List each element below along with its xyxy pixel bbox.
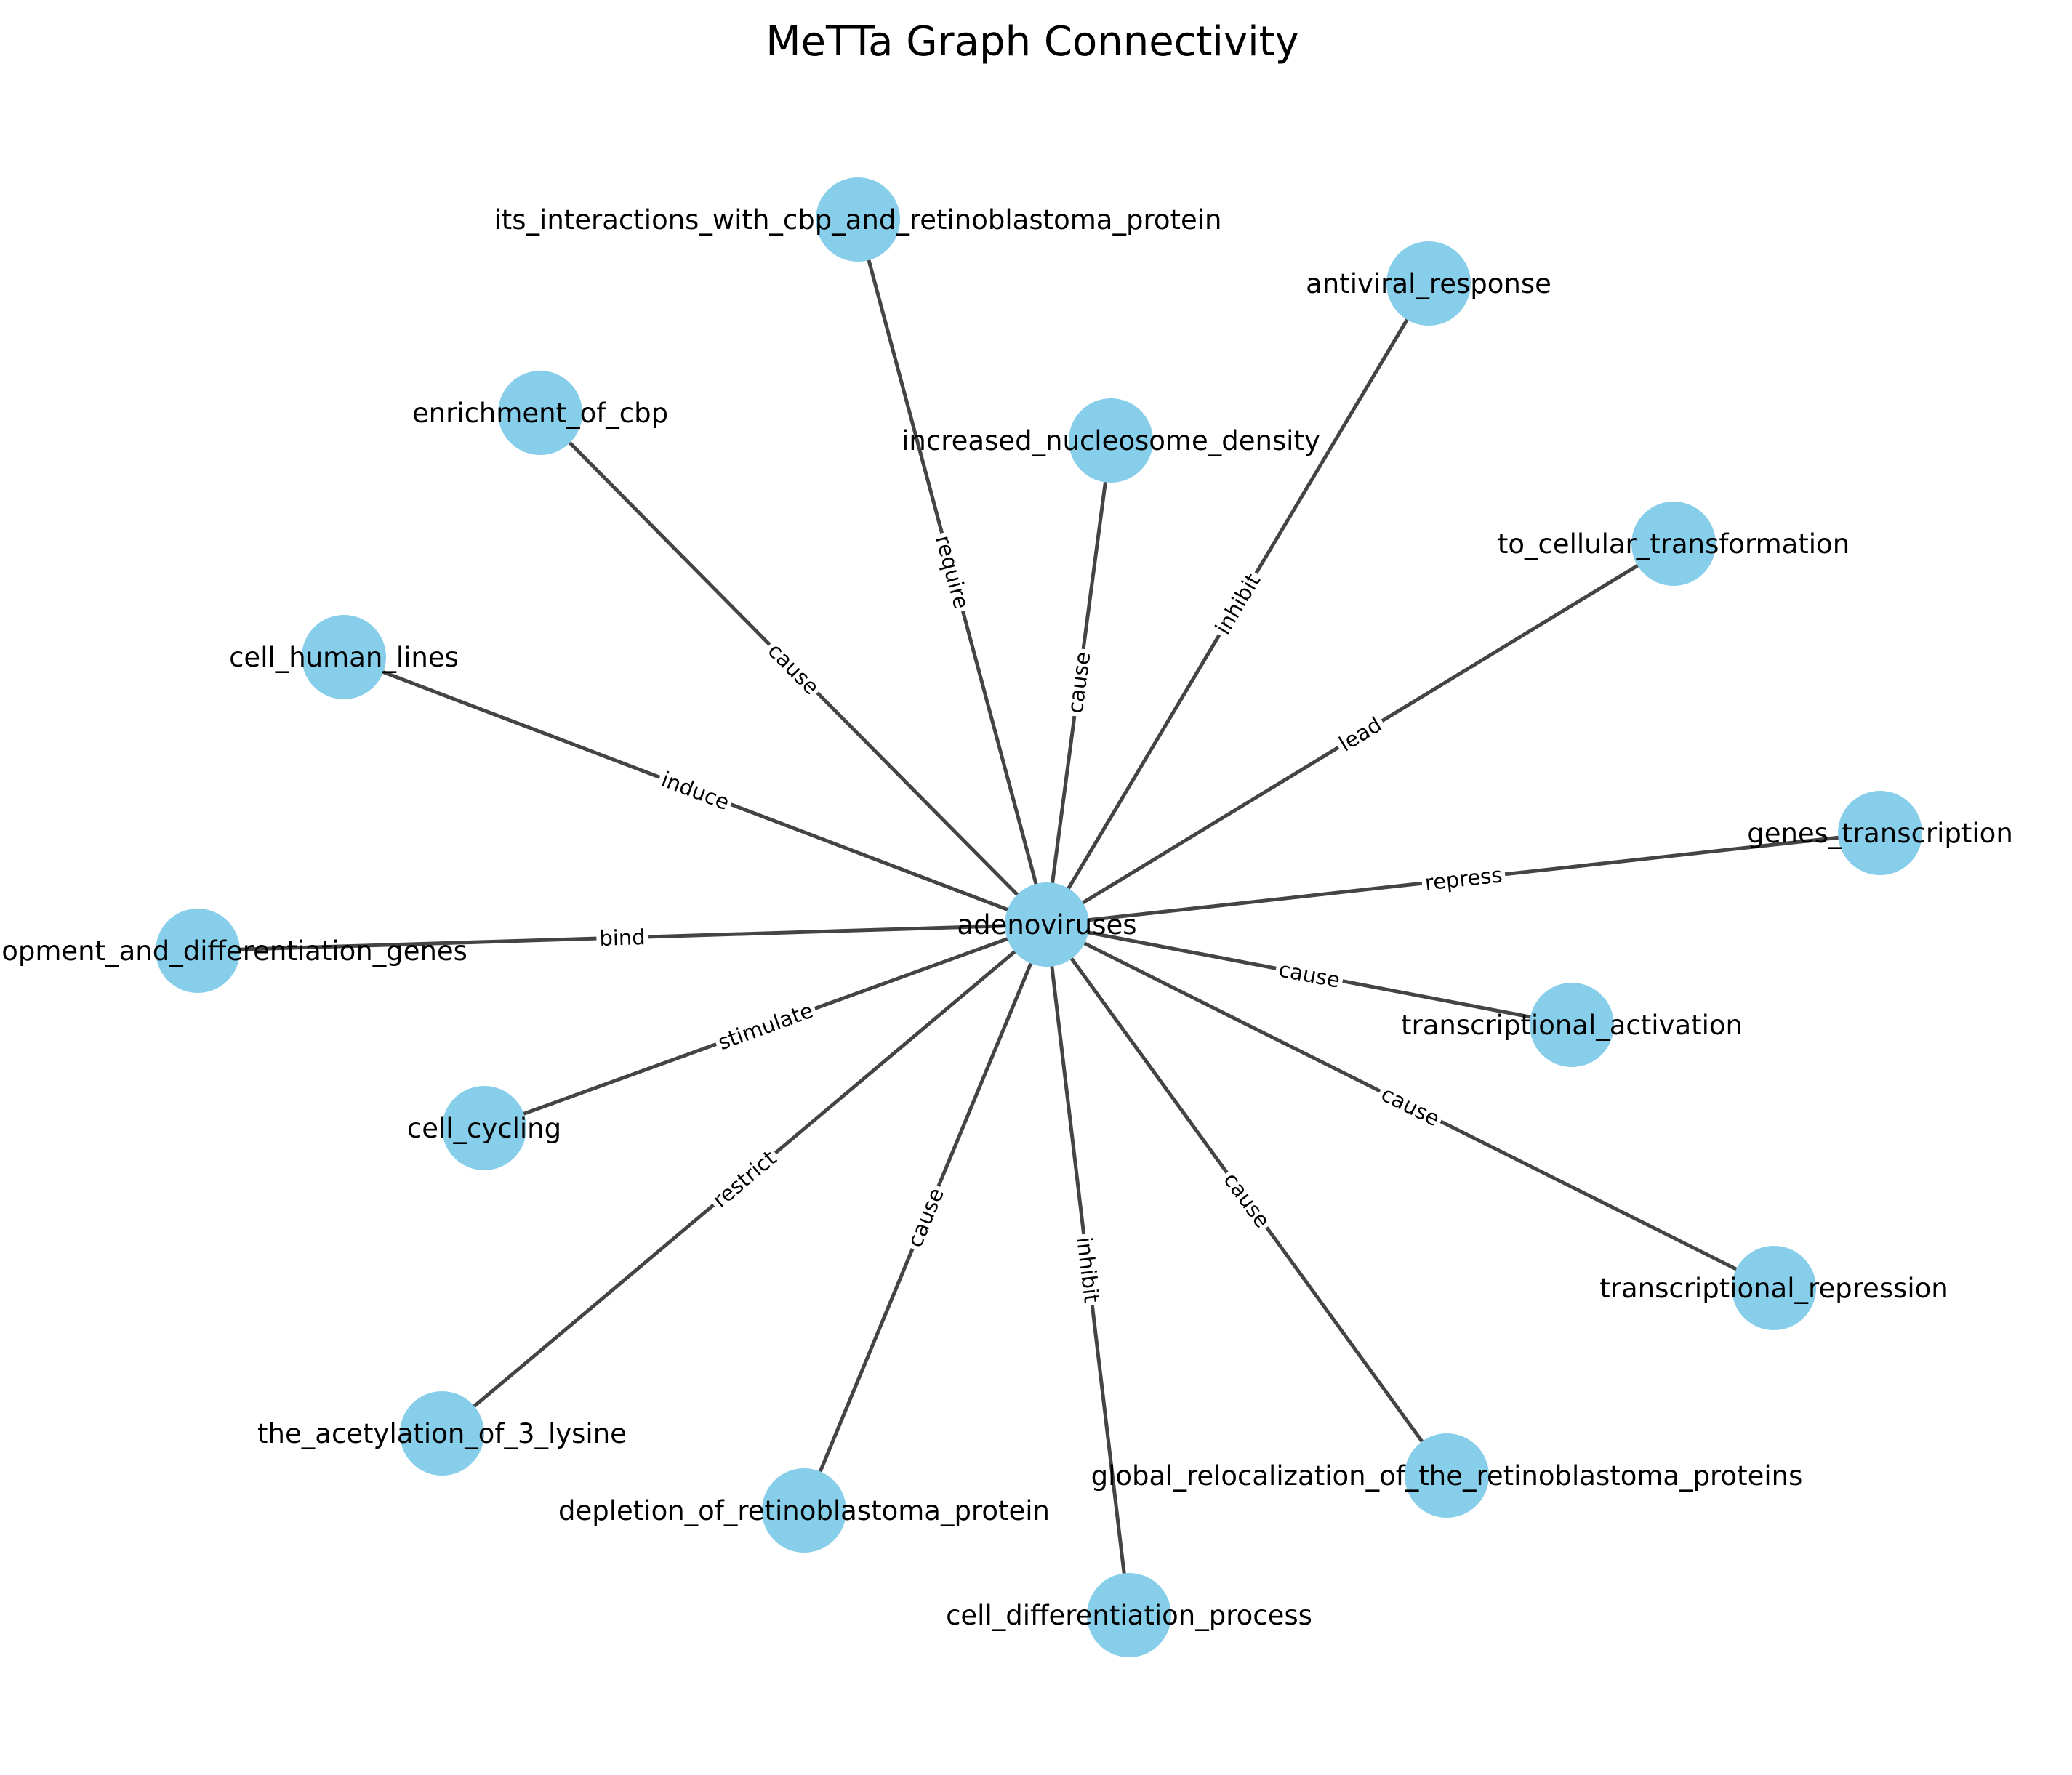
edge-label-group-the-acetylation-of-3-lysine: restrict [706,1144,784,1215]
node-genes-transcription [1838,791,1922,875]
node-label-global-relocalization-of-the-retinoblastoma-proteins: global_relocalization_of_the_retinoblast… [1091,1460,1803,1492]
node-label-increased-nucleosome-density: increased_nucleosome_density [902,425,1320,456]
node-its-interactions-with-cbp-and-retinoblastoma-protein [816,177,900,262]
edge-label-bg [902,1181,951,1254]
edge-label-bg [1063,647,1096,718]
edge-label-restrict: restrict [708,1146,782,1212]
node-the-acetylation-of-3-lysine [400,1391,484,1476]
node-center-adenoviruses [1005,882,1089,967]
node-label-antiviral-response: antiviral_response [1306,268,1551,299]
edge-label-group-depletion-of-retinoblastoma-protein: cause [902,1181,951,1254]
edge-label-bg [929,530,974,615]
edge-label-bg [1216,1165,1277,1236]
edge-label-require: require [931,533,974,611]
edge-label-cause: cause [1277,957,1342,992]
edge-label-bg [1374,1080,1446,1133]
edge-label-group-enrichment-of-cbp: cause [760,636,826,702]
edge-label-cause: cause [1218,1168,1274,1233]
edge-label-bg [706,1144,784,1215]
node-label-center-adenoviruses: adenoviruses [957,909,1136,941]
node-global-relocalization-of-the-retinoblastoma-proteins [1405,1433,1489,1518]
node-label-development-and-differentiation-genes: development_and_differentiation_genes [0,935,467,967]
edge-label-bg [1209,567,1268,642]
edge-label-group-cell-cycling: stimulate [712,997,819,1057]
edge-label-group-cell-differentiation-process: inhibit [1070,1233,1104,1308]
edge-label-cause: cause [1377,1082,1443,1131]
graph-title: MeTTa Graph Connectivity [766,18,1299,65]
node-label-cell-differentiation-process: cell_differentiation_process [946,1600,1312,1631]
edge-label-cause: cause [1063,651,1096,715]
node-label-the-acetylation-of-3-lysine: the_acetylation_of_3_lysine [257,1418,627,1449]
edge-label-group-cell-human-lines: induce [655,766,736,817]
node-cell-cycling [442,1086,526,1170]
node-depletion-of-retinoblastoma-protein [762,1468,846,1553]
node-labels-layer: its_interactions_with_cbp_and_retinoblas… [0,204,2013,1631]
edge-label-bg [655,766,736,817]
edge-label-induce: induce [658,767,733,815]
node-cell-differentiation-process [1087,1573,1171,1657]
edge-label-repress: repress [1424,862,1503,895]
node-label-cell-cycling: cell_cycling [407,1113,561,1144]
edge-label-bind: bind [599,925,646,951]
edge-label-bg [760,636,826,702]
node-label-its-interactions-with-cbp-and-retinoblastoma-protein: its_interactions_with_cbp_and_retinoblas… [494,204,1221,236]
edge-label-bg [1273,957,1345,994]
node-transcriptional-repression [1732,1246,1816,1330]
edge-label-group-global-relocalization-of-the-retinoblastoma-proteins: cause [1216,1165,1277,1236]
node-label-cell-human-lines: cell_human_lines [229,642,459,673]
edge-label-group-its-interactions-with-cbp-and-retinoblastoma-protein: require [929,530,974,615]
edge-label-group-transcriptional-activation: cause [1273,957,1345,994]
edge-label-group-development-and-differentiation-genes: bind [595,925,649,952]
edge-label-bg [595,925,649,952]
node-development-and-differentiation-genes [156,909,240,993]
edge-label-group-to-cellular-transformation: lead [1332,711,1389,759]
node-enrichment-of-cbp [498,371,582,455]
node-label-enrichment-of-cbp: enrichment_of_cbp [412,398,668,429]
node-label-transcriptional-activation: transcriptional_activation [1401,1010,1743,1041]
edge-label-bg [1070,1233,1104,1308]
edge-label-group-genes-transcription: repress [1421,862,1507,897]
edge-label-group-antiviral-response: inhibit [1209,567,1268,642]
edge-label-stimulate: stimulate [715,998,816,1055]
node-label-genes-transcription: genes_transcription [1747,818,2013,849]
node-label-depletion-of-retinoblastoma-protein: depletion_of_retinoblastoma_protein [558,1495,1050,1526]
node-label-transcriptional-repression: transcriptional_repression [1599,1273,1948,1304]
node-increased-nucleosome-density [1069,398,1153,483]
edge-label-group-increased-nucleosome-density: cause [1063,647,1096,718]
edge-label-group-transcriptional-repression: cause [1374,1080,1446,1133]
edge-label-cause: cause [902,1184,949,1251]
edge-label-bg [712,997,819,1057]
edge-label-bg [1421,862,1507,897]
node-to-cellular-transformation [1631,502,1716,586]
node-label-to-cellular-transformation: to_cellular_transformation [1498,528,1850,560]
node-cell-human-lines [302,615,386,699]
edge-label-cause: cause [763,638,824,699]
nodes-layer [156,177,1922,1657]
edge-label-inhibit: inhibit [1072,1236,1104,1304]
node-antiviral-response [1386,241,1471,326]
edge-label-bg [1332,711,1389,759]
node-transcriptional-activation [1530,983,1614,1067]
